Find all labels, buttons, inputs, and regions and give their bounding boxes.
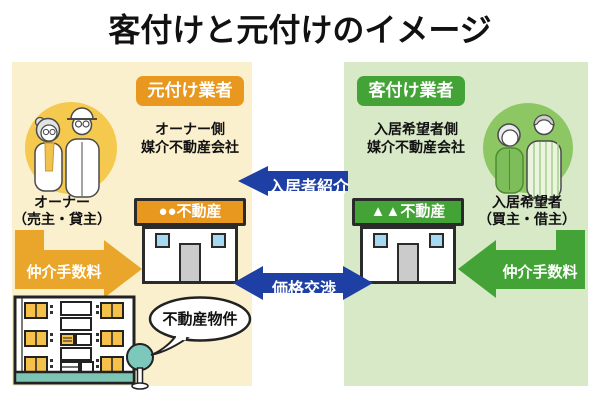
property-speech-bubble (148, 296, 252, 356)
fee-arrow-right-icon (458, 230, 585, 298)
page-title: 客付けと元付けのイメージ (108, 12, 492, 48)
fee-arrow-right-label: 仲介手数料 (502, 264, 578, 281)
owner-label-line2: （売主・貸主） (13, 210, 111, 227)
building-window-icon (373, 233, 388, 248)
kyakuzuke-badge: 客付け業者 (357, 76, 465, 106)
fee-arrow-left-label: 仲介手数料 (26, 264, 102, 281)
property-bubble-label: 不動産物件 (162, 311, 238, 328)
apartment-building-illustration (13, 295, 154, 390)
negotiation-arrow-label: 価格交渉 (272, 281, 337, 298)
owner-agency-line2: 媒介不動産会社 (141, 138, 239, 155)
referral-arrow-icon (238, 166, 348, 196)
owner-agency-sign: ●●不動産 (134, 198, 246, 226)
tenant-agency-label: 入居希望者側 媒介不動産会社 (336, 121, 496, 156)
owner-agency-label: オーナー側 媒介不動産会社 (110, 121, 270, 156)
tenant-label-line2: （買主・借主） (478, 210, 576, 227)
motozuke-badge: 元付け業者 (136, 76, 244, 106)
referral-arrow-label: 入居者紹介 (268, 179, 349, 196)
tenant-label: 入居希望者 （買主・借主） (468, 194, 586, 228)
negotiation-arrow-icon (233, 266, 373, 300)
owner-agency-line1: オーナー側 (155, 121, 225, 137)
owner-label: オーナー （売主・貸主） (4, 194, 120, 228)
tenant-couple-illustration (483, 103, 573, 200)
building-door-icon (179, 243, 201, 281)
building-window-icon (155, 233, 170, 248)
owner-label-line1: オーナー (34, 194, 90, 210)
building-door-icon (397, 243, 419, 281)
tenant-agency-line2: 媒介不動産会社 (367, 138, 465, 155)
building-window-icon (211, 233, 226, 248)
tenant-label-line1: 入居希望者 (492, 194, 562, 210)
tenant-agency-sign: ▲▲不動産 (352, 198, 464, 226)
owner-couple-illustration (25, 102, 117, 198)
tenant-agency-line1: 入居希望者側 (374, 121, 458, 137)
building-window-icon (429, 233, 444, 248)
fee-arrow-left-icon (15, 230, 142, 298)
